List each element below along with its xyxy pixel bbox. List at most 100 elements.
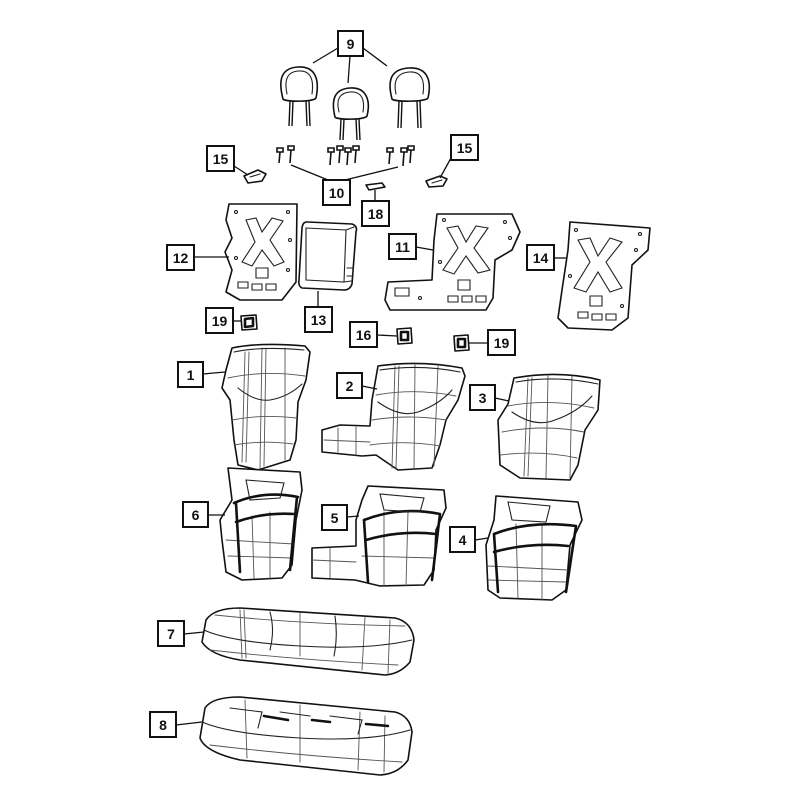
callout-10: 10	[290, 164, 399, 206]
frame-x-brace	[442, 225, 491, 275]
callout-label: 10	[329, 185, 345, 201]
pad-pocket	[379, 493, 425, 513]
cushion-seam	[201, 707, 411, 740]
callout-box	[322, 179, 351, 206]
callout-box	[361, 200, 390, 227]
leader-line	[474, 537, 489, 541]
callout-box	[526, 244, 555, 271]
cover-body	[497, 373, 601, 481]
callout-18: 18	[361, 190, 390, 227]
headrest-body	[332, 87, 370, 120]
callout-box	[321, 504, 348, 531]
seatback-frame-center	[384, 213, 521, 311]
callout-box	[149, 711, 177, 738]
headrest-right	[389, 67, 431, 129]
cover-seam	[233, 347, 305, 401]
cushion-plaid	[209, 699, 403, 773]
latch-left	[240, 314, 258, 331]
frame-holes	[567, 228, 643, 308]
pad-trim	[232, 493, 300, 574]
callout-box	[469, 384, 496, 411]
seatback-pad-right	[485, 495, 583, 601]
guide-sleeve	[276, 145, 415, 167]
latch-inner	[399, 330, 410, 342]
callout-label: 12	[173, 250, 189, 266]
seatback-frame-left	[224, 203, 298, 301]
armrest-body	[298, 221, 358, 291]
leader-line	[346, 515, 360, 518]
headrest-seam	[337, 91, 365, 113]
seatback-pad-left	[219, 467, 303, 581]
cover-plaid	[227, 347, 306, 469]
headrest-guides	[276, 145, 415, 167]
leader-line	[439, 157, 452, 179]
leader-line	[361, 385, 378, 390]
clip-body	[243, 169, 267, 184]
leader-line	[376, 334, 398, 337]
frame-x-brace	[241, 217, 285, 267]
callout-16: 16	[349, 321, 398, 348]
cover-seam	[377, 366, 461, 415]
callout-box	[177, 361, 204, 388]
pad-trim	[492, 522, 578, 594]
cushion-seam	[203, 611, 413, 657]
clip-right	[425, 175, 448, 188]
callout-label: 15	[213, 151, 229, 167]
callout-box	[349, 321, 378, 348]
frame-slots	[237, 267, 277, 291]
callout-14: 14	[526, 244, 566, 271]
cover-plaid	[323, 363, 457, 469]
callout-4: 4	[449, 526, 489, 553]
frame-holes	[417, 218, 513, 300]
callout-12: 12	[166, 244, 229, 271]
latch-center	[396, 327, 413, 345]
cushion-plaid	[209, 609, 406, 674]
callout-label: 7	[167, 626, 175, 642]
seatback-cover-right	[497, 373, 601, 481]
callout-1: 1	[177, 361, 226, 388]
callout-15-right: 15	[439, 134, 479, 179]
headrest-middle	[332, 87, 370, 141]
callout-label: 9	[347, 36, 355, 52]
pad-pocket	[507, 501, 551, 523]
callout-13: 13	[304, 291, 333, 333]
callout-label: 6	[192, 507, 200, 523]
headrest-post	[288, 100, 311, 127]
callout-label: 19	[494, 335, 510, 351]
callout-label: 18	[368, 206, 384, 222]
callout-box	[205, 307, 234, 334]
clip-detail	[431, 179, 443, 184]
callout-box	[450, 134, 479, 161]
seat-cushion-cover	[201, 607, 415, 676]
cushion-body	[201, 607, 415, 676]
headrest-body	[280, 66, 319, 102]
callout-7: 7	[157, 620, 205, 647]
callout-2: 2	[336, 372, 378, 399]
callout-box	[166, 244, 195, 271]
callout-label: 8	[159, 717, 167, 733]
headrest-body	[389, 67, 431, 102]
latch-inner	[243, 316, 255, 329]
callout-box	[157, 620, 185, 647]
seatback-cover-left	[221, 343, 311, 471]
latch-body	[396, 327, 413, 345]
pad-plaid	[487, 523, 569, 601]
callout-box	[388, 233, 417, 260]
headrest-post	[339, 118, 361, 141]
pad-plaid	[311, 511, 435, 587]
frame-panel	[384, 213, 521, 311]
cover-plaid	[499, 375, 595, 479]
pad-pocket	[245, 479, 285, 501]
cover-seam	[511, 378, 599, 424]
latch-inner	[456, 337, 467, 349]
seatback-frame-right	[557, 221, 651, 331]
pad-body	[485, 495, 583, 601]
callout-box	[206, 145, 235, 172]
bracket-body	[365, 182, 386, 191]
leader-line	[494, 397, 510, 402]
callout-box	[182, 501, 209, 528]
headrest-seam	[285, 70, 314, 95]
callout-box	[337, 30, 364, 57]
cushion-body	[199, 696, 413, 776]
